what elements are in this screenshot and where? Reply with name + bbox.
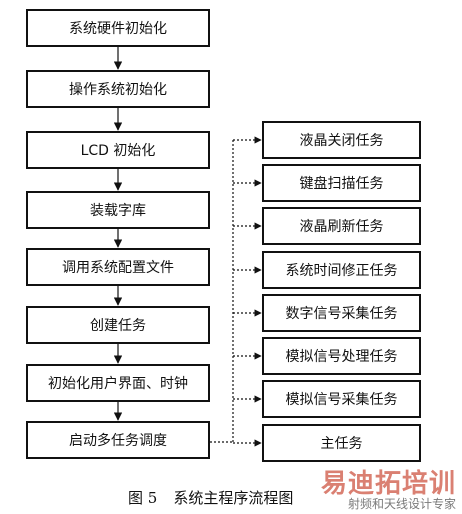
step-load-config: 调用系统配置文件 bbox=[26, 248, 210, 286]
step-lcd-init: LCD 初始化 bbox=[26, 131, 210, 169]
step-start-scheduler: 启动多任务调度 bbox=[26, 421, 210, 459]
figure-caption: 图 5 系统主程序流程图 bbox=[128, 487, 309, 508]
step-hardware-init: 系统硬件初始化 bbox=[26, 9, 210, 47]
task-keyboard-scan: 键盘扫描任务 bbox=[262, 164, 421, 202]
figure-number: 图 5 bbox=[128, 489, 158, 507]
task-analog-process: 模拟信号处理任务 bbox=[262, 337, 421, 375]
task-main: 主任务 bbox=[262, 424, 421, 462]
task-lcd-off: 液晶关闭任务 bbox=[262, 121, 421, 159]
task-lcd-refresh: 液晶刷新任务 bbox=[262, 207, 421, 245]
task-digital-acquire: 数字信号采集任务 bbox=[262, 294, 421, 332]
watermark-tagline: 射频和天线设计专家 bbox=[347, 497, 456, 511]
watermark-brand: 易迪拓培训 bbox=[320, 469, 456, 499]
step-create-tasks: 创建任务 bbox=[26, 306, 210, 344]
task-time-correct: 系统时间修正任务 bbox=[262, 251, 421, 289]
step-os-init: 操作系统初始化 bbox=[26, 70, 210, 108]
task-analog-acquire: 模拟信号采集任务 bbox=[262, 380, 421, 418]
step-load-font: 装载字库 bbox=[26, 191, 210, 229]
figure-title: 系统主程序流程图 bbox=[173, 489, 294, 507]
step-init-ui-clock: 初始化用户界面、时钟 bbox=[26, 364, 210, 402]
watermark: 易迪拓培训 射频和天线设计专家 bbox=[321, 471, 456, 510]
